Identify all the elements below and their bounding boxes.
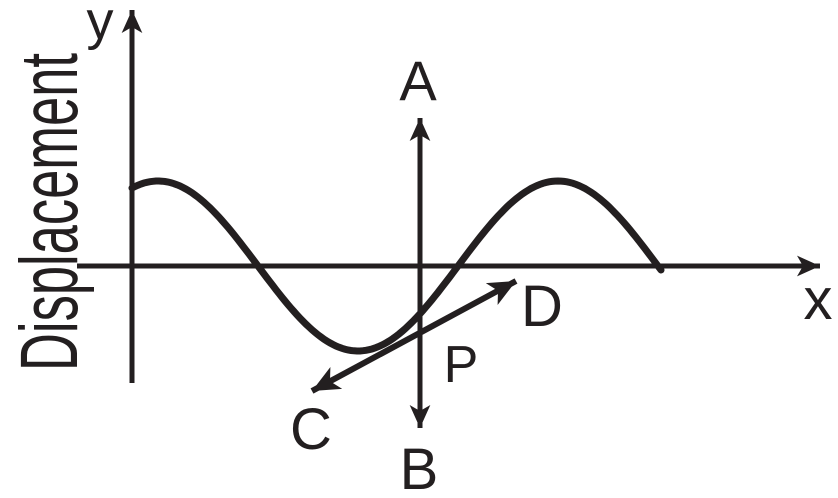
y-axis-label: y — [87, 0, 114, 51]
arrow-a-label: A — [399, 49, 437, 112]
displacement-axis-label: Displacement — [4, 53, 95, 371]
x-axis-label: x — [804, 267, 833, 332]
arrow-c-label: C — [290, 397, 332, 462]
arrow-b-label: B — [400, 437, 439, 498]
point-p-label: P — [444, 336, 479, 394]
arrow-d-label: D — [521, 274, 563, 339]
diagonal-direction-arrow-cd — [310, 278, 518, 394]
